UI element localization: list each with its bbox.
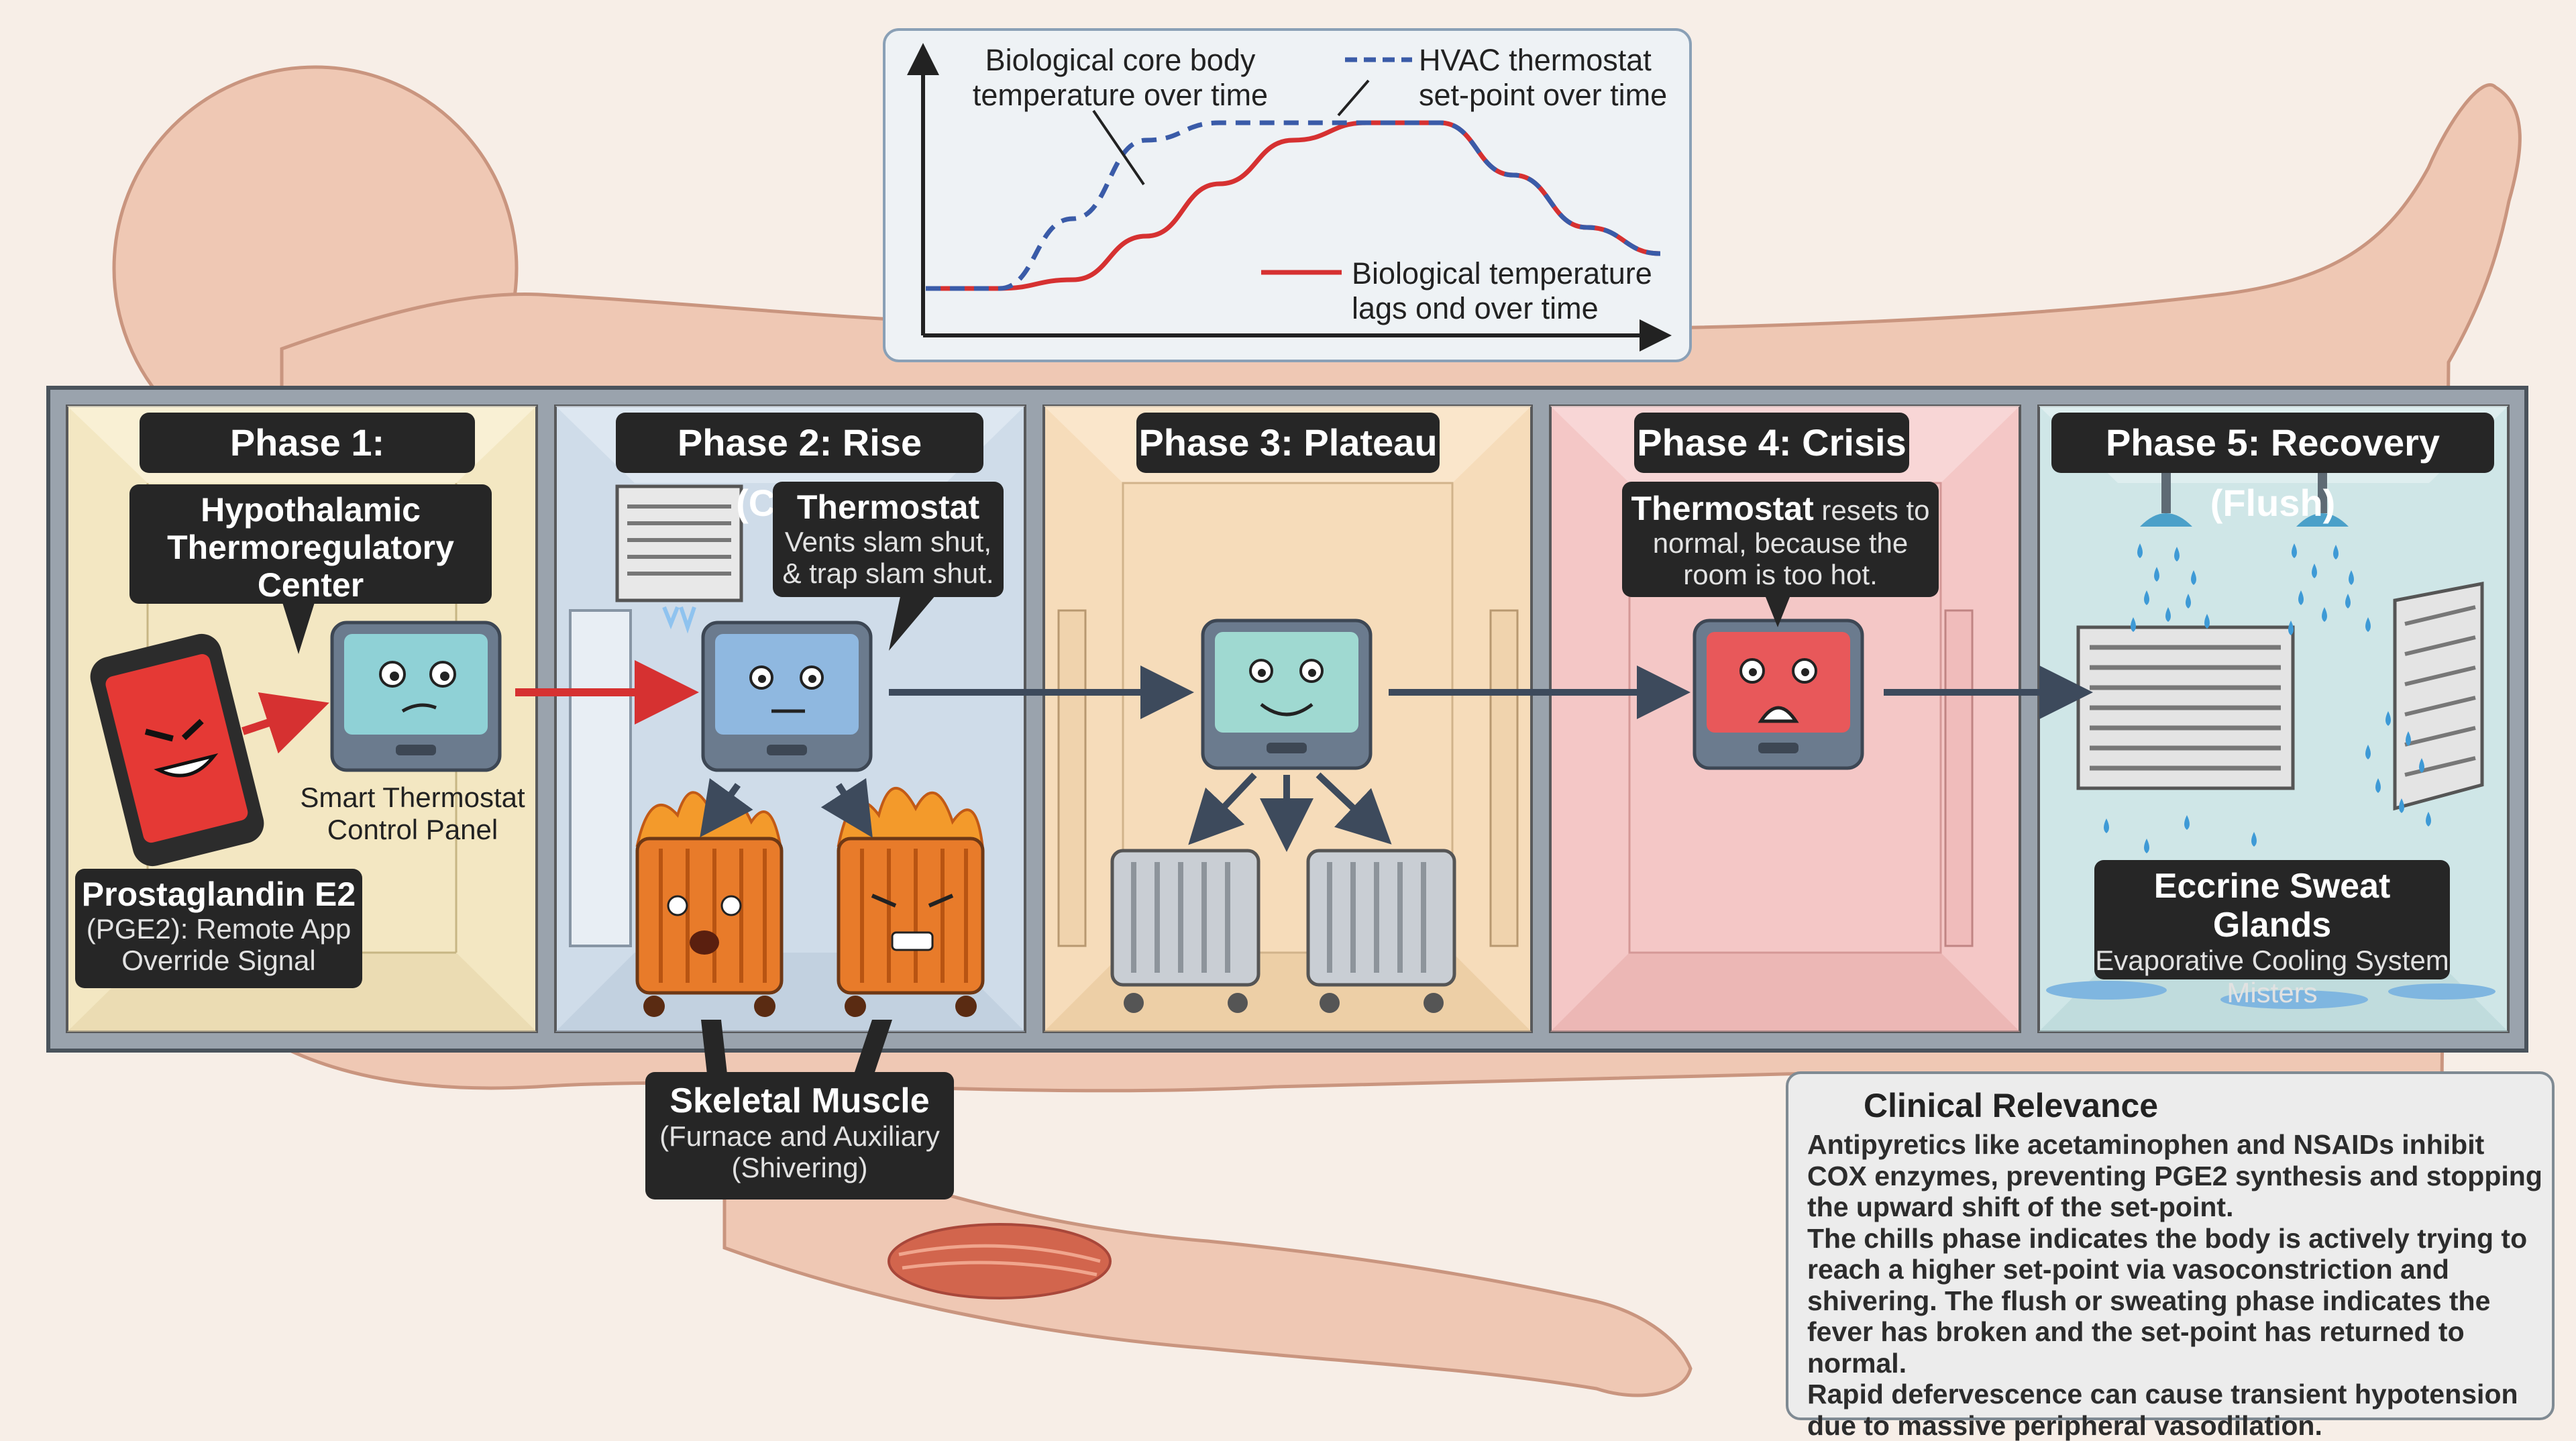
water-drop (2131, 617, 2136, 632)
phase3-title: Phase 3: Plateau (1136, 413, 1440, 473)
thermostat-rise-subtitle: Vents slam shut, & trap slam shut. (782, 526, 994, 590)
sweat-glands-title: Eccrine Sweat Glands (2153, 867, 2391, 945)
water-drop (2144, 590, 2149, 605)
legend-core-label: Biological core body temperature over ti… (972, 43, 1269, 112)
open-vent-icon (2076, 581, 2484, 811)
clinical-relevance-body: Antipyretics like acetaminophen and NSAI… (1807, 1129, 2545, 1441)
thermostat-icon-phase4 (1693, 619, 1864, 770)
skeletal-muscle-subtitle: (Furnace and Auxiliary (Shivering) (659, 1120, 940, 1184)
arrow-to-radiator-left (700, 778, 753, 838)
thermostat-crisis-label: Thermostat resets to normal, because the… (1622, 482, 1939, 597)
arm-silhouette (722, 1104, 1693, 1397)
water-drop (2144, 839, 2149, 853)
thermostat-icon-phase2 (701, 621, 873, 772)
water-drop (2191, 570, 2196, 585)
leader-hvac (1337, 79, 1370, 117)
series-line-setpoint (926, 120, 1661, 291)
clinical-relevance-panel: Clinical Relevance Antipyretics like ace… (1786, 1071, 2555, 1441)
clinical-paragraph: Rapid defervescence can cause transient … (1807, 1379, 2518, 1441)
pge2-signal-arrow (241, 692, 329, 754)
sweat-glands-subtitle: Evaporative Cooling System Misters (2095, 945, 2449, 1008)
water-drop (2292, 543, 2297, 558)
clinical-paragraph: The chills phase indicates the body is a… (1807, 1222, 2528, 1379)
callout-pointer-muscle-left (701, 1020, 728, 1080)
shivering-radiator-icon-right (837, 786, 985, 1017)
phase1-title: Phase 1: Prodrome (140, 413, 475, 524)
temperature-chart (883, 28, 1692, 362)
hypothalamic-label: Hypothalamic Thermoregulatory Center (129, 484, 492, 604)
closed-vent-icon (615, 484, 743, 634)
thermostat-icon-phase3 (1201, 619, 1373, 770)
radiator-icon-left (1110, 849, 1260, 1013)
water-drop (2375, 778, 2381, 793)
thermostat-rise-label: Thermostat Vents slam shut, & trap slam … (773, 482, 1004, 597)
clinical-paragraph: Antipyretics like acetaminophen and NSAI… (1807, 1129, 2542, 1222)
thermostat-crisis-title: Thermostat (1631, 490, 1814, 527)
water-drop (2165, 607, 2171, 622)
water-drop (2312, 564, 2317, 578)
water-drop (2385, 711, 2391, 726)
pge2-title: Prostaglandin E2 (81, 875, 356, 913)
pge2-subtitle: (PGE2): Remote App Override Signal (86, 913, 352, 977)
phase4-title: Phase 4: Crisis (1634, 413, 1909, 473)
thermostat-rise-title: Thermostat (796, 488, 980, 526)
radiator-icon-right (1306, 849, 1456, 1013)
phase5-title: Phase 5: Recovery (Flush) (2051, 413, 2494, 524)
water-drop (2204, 614, 2210, 629)
water-drop (2251, 832, 2257, 847)
water-drop (2322, 607, 2327, 622)
thermostat-icon-phase1 (330, 621, 502, 772)
water-drop (2349, 570, 2354, 585)
water-drop (2345, 594, 2351, 608)
water-drop (2184, 815, 2190, 830)
water-drop (2399, 798, 2404, 813)
callout-pointer-muscle-right (852, 1020, 892, 1080)
clinical-relevance-title: Clinical Relevance (1864, 1087, 2159, 1124)
water-drop (2186, 594, 2191, 608)
water-drop (2406, 731, 2411, 746)
callout-pointer-thermostat (889, 587, 943, 651)
arrow-to-radiator-c (1316, 772, 1392, 845)
phase2-title: Phase 2: Rise (Chills) (616, 413, 983, 524)
leader-core (1092, 109, 1145, 186)
sweat-mister-icon (2104, 473, 2431, 853)
arrow-to-radiator-a (1188, 772, 1257, 845)
smart-thermostat-label: Smart Thermostat Control Panel (300, 782, 525, 846)
thermostat-crisis-subtitle: resets to normal, because the room is to… (1652, 494, 1930, 591)
pge2-label: Prostaglandin E2 (PGE2): Remote App Over… (75, 869, 362, 988)
callout-pointer-crisis (1764, 594, 1791, 627)
sweat-glands-label: Eccrine Sweat Glands Evaporative Cooling… (2094, 860, 2450, 1008)
legend-lag-label: Biological temperature lags ond over tim… (1352, 256, 1652, 325)
water-drop (2137, 543, 2143, 558)
water-drop (2365, 745, 2371, 759)
skeletal-muscle-illustration (888, 1223, 1112, 1299)
water-drop (2174, 547, 2180, 562)
legend-hvac-label: HVAC thermostat set-point over time (1419, 43, 1668, 112)
phone-remote-icon (90, 633, 264, 867)
water-drop (2298, 590, 2304, 605)
series-line-biological (926, 120, 1661, 291)
door-phase2 (569, 609, 632, 947)
water-drop (2333, 545, 2339, 559)
water-drop (2104, 818, 2109, 833)
skeletal-muscle-title: Skeletal Muscle (669, 1081, 930, 1120)
water-drop (2419, 758, 2424, 773)
water-drop (2365, 617, 2371, 632)
skeletal-muscle-label: Skeletal Muscle (Furnace and Auxiliary (… (645, 1072, 954, 1199)
water-drop (2288, 621, 2294, 635)
water-drop (2426, 812, 2431, 826)
water-drop (2154, 567, 2159, 582)
callout-pointer-hypothalamic (282, 600, 315, 654)
arrow-to-radiator-right (820, 778, 873, 838)
